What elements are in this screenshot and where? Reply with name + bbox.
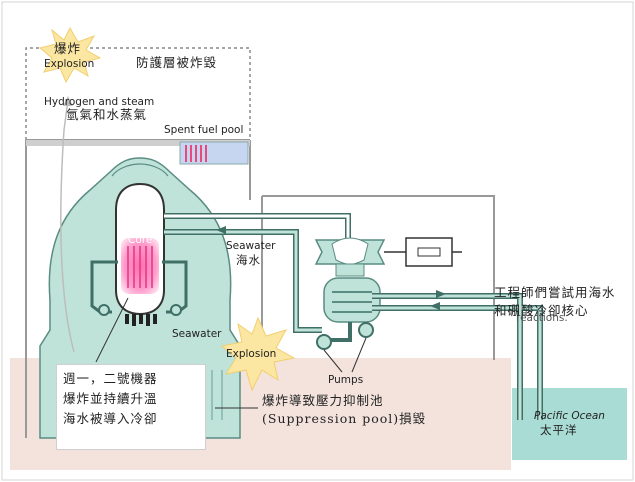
explosion-star-middle xyxy=(220,316,296,392)
shield-destroyed-cn: 防護層被炸毀 xyxy=(136,55,218,70)
explosion-top-cn: 爆炸 xyxy=(54,41,82,56)
pacific-ocean-cn: 太平洋 xyxy=(540,423,578,437)
flow-arrow-feedwater xyxy=(216,226,226,234)
pump-leader-2 xyxy=(351,337,367,373)
engineers-line2: 和硼酸冷卻核心 xyxy=(494,303,589,318)
note-line2: 爆炸並持續升溫 xyxy=(63,391,158,406)
feedwater-line-inner xyxy=(164,230,322,332)
note-line3: 海水被導入冷卻 xyxy=(63,411,158,426)
condenser-neck xyxy=(335,263,365,277)
recirc-pump-right xyxy=(170,304,182,316)
suppression-line2: (Suppression pool)損毀 xyxy=(262,411,427,426)
pumps-label: Pumps xyxy=(328,374,364,386)
hydrogen-arrow-head xyxy=(63,96,73,106)
seawater-label-2: Seawater xyxy=(172,328,222,340)
recirc-pump-left xyxy=(98,304,110,316)
seawater-label-1: Seawater xyxy=(226,240,276,252)
note-box: 週一，二號機器 爆炸並持續升溫 海水被導入冷卻 xyxy=(56,364,206,450)
destroyed-roof-outline xyxy=(25,47,251,140)
operating-floor xyxy=(26,140,250,146)
spent-fuel-pool-label: Spent fuel pool xyxy=(164,124,244,136)
core-leader xyxy=(95,297,129,363)
core-label: Core xyxy=(128,234,153,246)
hydrogen-steam-cn: 氫氣和水蒸氣 xyxy=(66,107,148,122)
note-line1: 週一，二號機器 xyxy=(63,371,158,386)
ocean-area xyxy=(512,388,627,460)
flow-arrow-out xyxy=(436,290,446,298)
spent-fuel-rods xyxy=(185,145,207,162)
dome-cap xyxy=(111,163,169,177)
explosion-star-top xyxy=(38,26,102,84)
generator-core xyxy=(417,247,441,257)
pump-leader-1 xyxy=(323,349,343,373)
hydrogen-steam-en: Hydrogen and steam xyxy=(44,96,155,108)
hydrogen-plume xyxy=(60,99,75,353)
seawater-loop-inner xyxy=(372,294,542,420)
engineers-line1: 工程師們嘗試用海水 xyxy=(494,285,616,300)
engineers-line2-overlap: reactions. xyxy=(516,312,568,324)
fuel-rods xyxy=(127,246,153,288)
explosion-top-en: Explosion xyxy=(44,58,95,70)
condenser xyxy=(323,277,381,323)
pacific-ocean-en: Pacific Ocean xyxy=(534,410,605,422)
steam-line-inner xyxy=(164,214,350,240)
suppression-line1: 爆炸導致壓力抑制池 xyxy=(262,393,384,408)
condenser-tubes xyxy=(332,291,372,313)
explosion-middle-label: Explosion xyxy=(226,348,277,360)
flow-arrow-in xyxy=(430,302,440,310)
control-rod-drives xyxy=(125,314,157,326)
pump-1 xyxy=(316,334,332,350)
pump-2 xyxy=(358,322,374,338)
seawater-cn-label: 海水 xyxy=(236,253,261,267)
turbine-rotor xyxy=(331,237,369,265)
